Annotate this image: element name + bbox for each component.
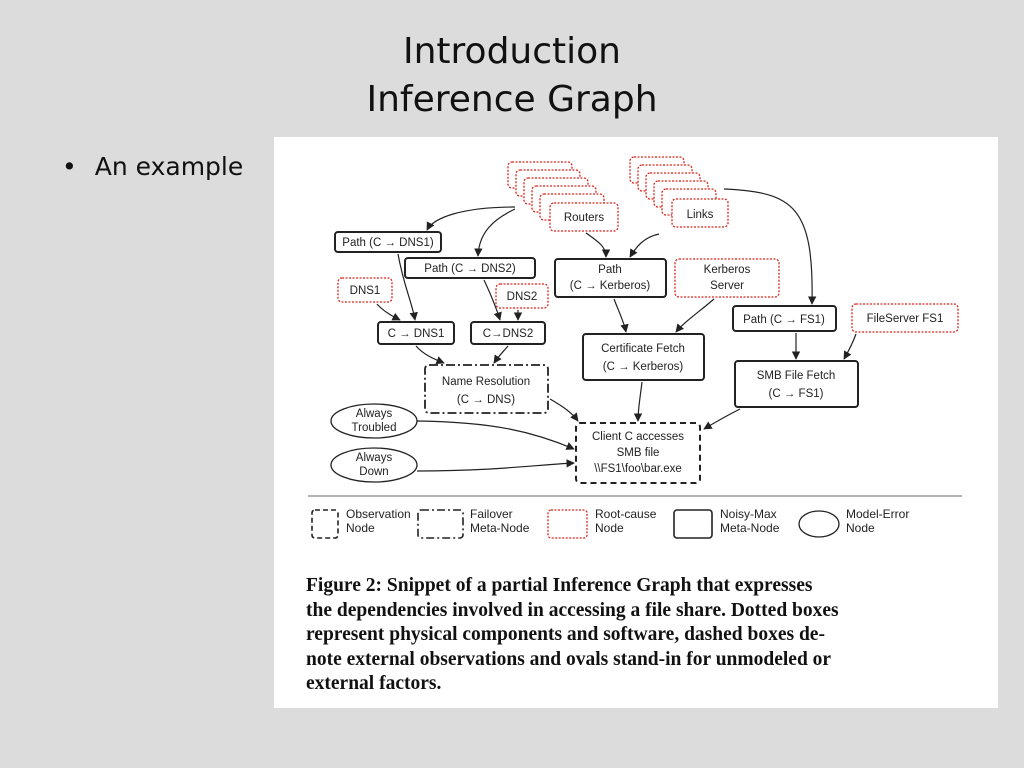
caption-line: the dependencies involved in accessing a…: [306, 599, 839, 621]
always-troubled-label-1: Always: [356, 408, 393, 420]
legend-modelerror-label-2: Node: [846, 521, 875, 535]
client-label-1: Client C accesses: [592, 431, 684, 443]
edge-c-dns2-name-resolution: [493, 345, 509, 364]
edge-troubled-client: [416, 420, 575, 450]
edge-c-dns1-name-resolution: [415, 345, 445, 365]
edge-links-path-kerberos: [629, 233, 660, 258]
path-dns2-node: [404, 257, 536, 279]
legend-modelerror-swatch: [798, 510, 840, 538]
c-dns1-label: C → DNS1: [388, 328, 445, 340]
legend-rootcause-swatch: [547, 509, 588, 539]
path-fs1-label: Path (C → FS1): [743, 314, 825, 326]
kerberos-server-label-1: Kerberos: [704, 264, 751, 276]
legend-rootcause-label-2: Node: [595, 521, 624, 535]
links-node-stack: [629, 156, 729, 228]
always-down-label-1: Always: [356, 452, 393, 464]
legend-failover-swatch: [417, 509, 464, 539]
legend-modelerror-label-1: Model-Error: [846, 507, 909, 521]
edge-cert-client: [633, 381, 643, 422]
inference-graph-diagram: Routers Links Path (C → DNS1) Path (C → …: [308, 156, 962, 539]
routers-label: Routers: [564, 212, 605, 224]
legend-rootcause-label-1: Root-cause: [595, 507, 657, 521]
legend-observation-label-1: Observation: [346, 507, 411, 521]
c-dns2-label: C→DNS2: [483, 328, 533, 340]
certificate-fetch-label-2: (C → Kerberos): [603, 361, 684, 373]
legend-observation-label-2: Node: [346, 521, 375, 535]
certificate-fetch-node: [582, 333, 705, 381]
c-dns2-node: [470, 321, 546, 345]
title-line-1: Introduction: [402, 31, 621, 72]
legend-observation-swatch: [311, 509, 339, 539]
bullet-text: An example: [94, 152, 244, 181]
figure-image: Routers Links Path (C → DNS1) Path (C → …: [274, 137, 998, 708]
slide-title: Introduction Inference Graph: [0, 28, 1024, 124]
edge-path-kerberos-cert: [613, 298, 629, 333]
always-down-label-2: Down: [359, 466, 388, 478]
edge-kerberos-cert: [675, 298, 715, 333]
dns1-node: [337, 277, 393, 303]
c-dns1-node: [377, 321, 455, 345]
path-kerberos-label-2: (C → Kerberos): [570, 280, 651, 292]
caption-line: note external observations and ovals sta…: [306, 648, 832, 670]
edge-routers-path-dns1: [426, 206, 516, 231]
fileserver-node: [851, 303, 959, 333]
path-dns2-label: Path (C → DNS2): [424, 263, 516, 275]
legend-noisymax-label-1: Noisy-Max: [720, 507, 777, 521]
edge-smb-client: [703, 408, 741, 430]
always-troubled-label-2: Troubled: [352, 422, 397, 434]
edge-fileserver-smb: [843, 333, 857, 360]
client-label-2: SMB file: [617, 447, 660, 459]
edge-routers-path-kerberos: [585, 232, 611, 258]
bullet-item: • An example: [62, 152, 243, 181]
legend-noisymax-swatch: [673, 509, 713, 539]
bullet-dot-icon: •: [62, 152, 77, 181]
figure-caption: Figure 2: Snippet of a partial Inference…: [306, 574, 968, 697]
caption-line: represent physical components and softwa…: [306, 624, 825, 645]
edge-routers-path-dns2: [474, 208, 516, 257]
legend-failover-label-2: Meta-Node: [470, 521, 530, 535]
kerberos-server-node: [674, 258, 780, 298]
path-fs1-node: [732, 305, 837, 332]
smb-file-fetch-node: [734, 360, 859, 408]
legend-failover-label-1: Failover: [470, 507, 513, 521]
caption-line: external factors.: [306, 673, 442, 694]
graph-edges: [376, 188, 857, 472]
always-down-node: [330, 447, 418, 483]
dns2-node: [495, 283, 549, 309]
fileserver-label: FileServer FS1: [867, 313, 944, 325]
links-label: Links: [687, 209, 714, 221]
caption-line: Figure 2: Snippet of a partial Inference…: [306, 575, 813, 596]
path-dns1-label: Path (C → DNS1): [342, 237, 434, 249]
client-label-3: \\FS1\foo\bar.exe: [594, 463, 682, 475]
name-resolution-label-2: (C → DNS): [457, 394, 515, 406]
name-resolution-node: [424, 364, 549, 414]
dns2-label: DNS2: [507, 291, 538, 303]
path-dns1-node: [334, 231, 442, 253]
routers-node-stack: [507, 161, 619, 232]
path-kerberos-node: [554, 258, 667, 298]
client-observation-node: [575, 422, 701, 484]
edge-down-client: [416, 459, 575, 472]
kerberos-server-label-2: Server: [710, 280, 744, 292]
dns1-label: DNS1: [350, 285, 381, 297]
name-resolution-label-1: Name Resolution: [442, 376, 530, 388]
smb-file-fetch-label-2: (C → FS1): [769, 388, 824, 400]
title-line-2: Inference Graph: [366, 79, 658, 120]
edge-dns1-c-dns1: [376, 303, 401, 321]
path-kerberos-label-1: Path: [598, 264, 622, 276]
edge-path-dns2-c-dns2: [483, 279, 502, 321]
legend-noisymax-label-2: Meta-Node: [720, 521, 780, 535]
edge-path-dns1-c-dns1: [397, 253, 418, 321]
certificate-fetch-label-1: Certificate Fetch: [601, 343, 685, 355]
smb-file-fetch-label-1: SMB File Fetch: [757, 370, 836, 382]
edge-links-path-fs1: [723, 188, 817, 305]
edge-name-resolution-client: [549, 398, 579, 422]
